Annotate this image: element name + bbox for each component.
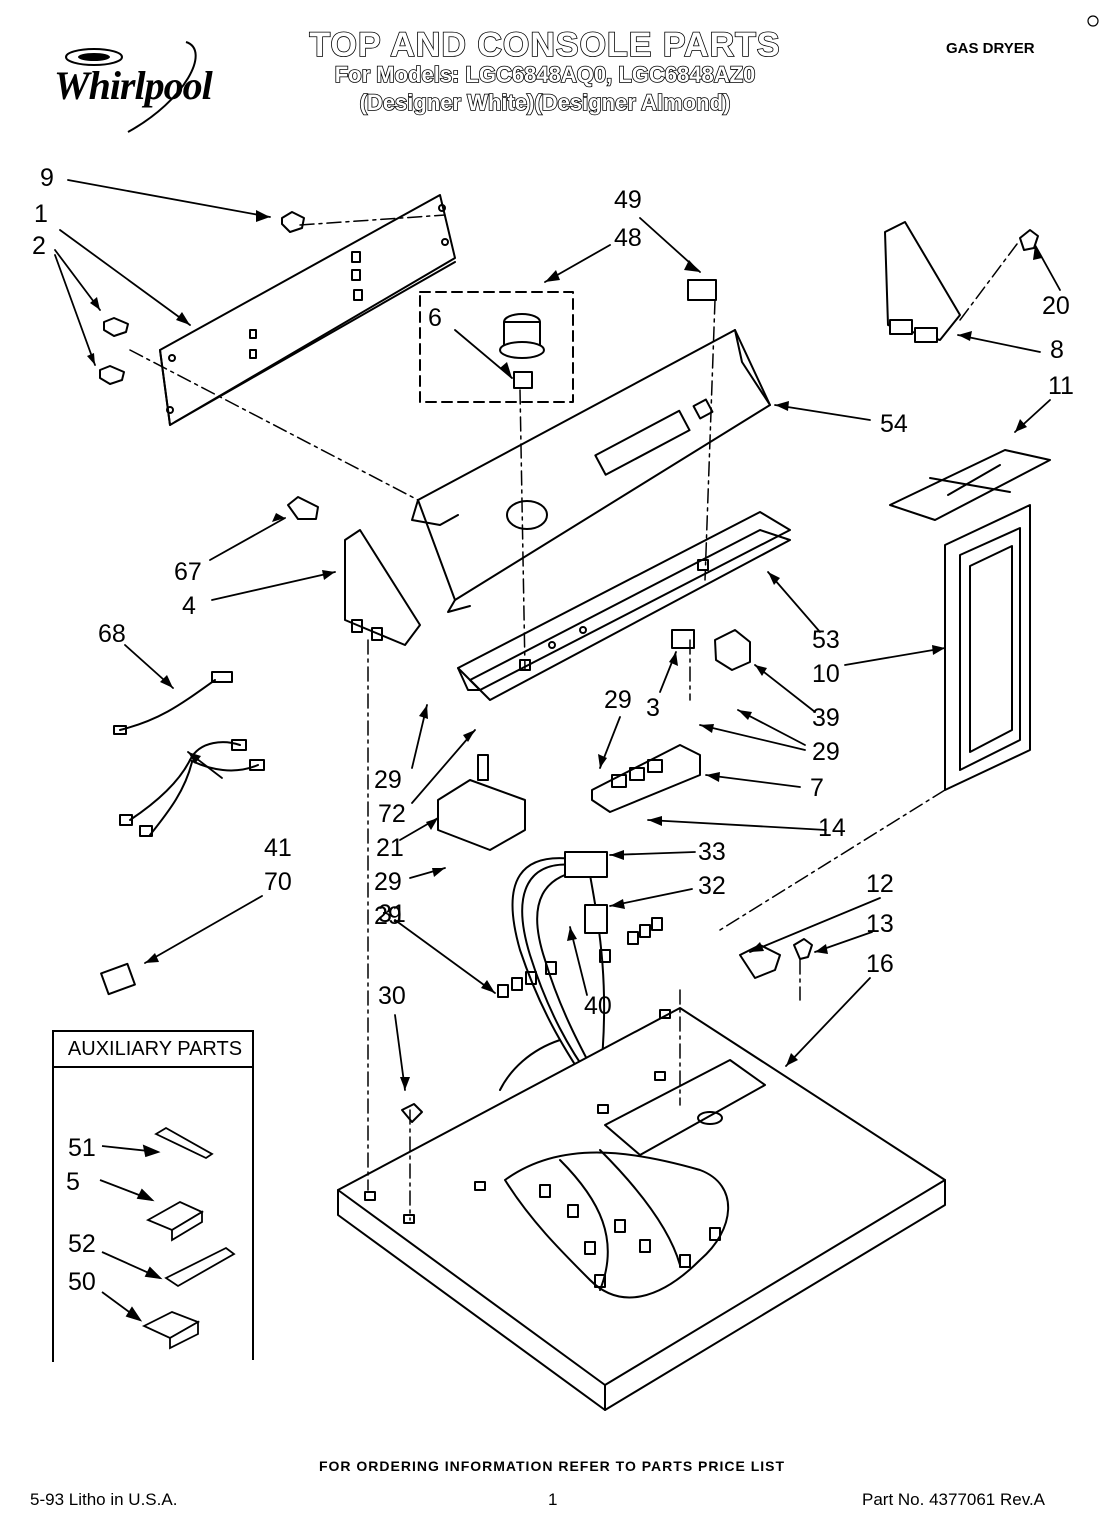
callout-50: 50	[68, 1268, 96, 1296]
ordering-info: FOR ORDERING INFORMATION REFER TO PARTS …	[318, 1458, 786, 1474]
callout-14: 14	[818, 814, 846, 842]
part-harness-connectors	[497, 917, 663, 998]
callout-29-c: 29	[374, 766, 402, 794]
part-switch-39	[714, 629, 751, 671]
brand-logo: Whirlpool	[36, 40, 236, 140]
part-timer	[437, 754, 526, 851]
callout-10: 10	[812, 660, 840, 688]
part-console-panel	[411, 329, 771, 613]
callout-68: 68	[98, 620, 126, 648]
callout-20: 20	[1042, 292, 1070, 320]
part-lint-screen	[944, 504, 1031, 791]
auxiliary-heading-rule	[54, 1066, 254, 1068]
part-end-cap-left	[344, 529, 421, 646]
litho-note: 5-93 Litho in U.S.A.	[30, 1490, 178, 1509]
callout-72: 72	[378, 800, 406, 828]
callout-8: 8	[1050, 336, 1064, 364]
callout-53: 53	[812, 626, 840, 654]
callout-67: 67	[174, 558, 202, 586]
callout-11: 11	[1048, 372, 1074, 400]
colors-line: (Designer White)(Designer Almond)	[359, 89, 731, 116]
callout-16: 16	[866, 950, 894, 978]
callout-41: 41	[264, 834, 292, 862]
callout-6: 6	[428, 304, 442, 332]
callout-21: 21	[376, 834, 404, 862]
callout-29-d: 29	[374, 868, 402, 896]
auxiliary-parts-heading: AUXILIARY PARTS	[67, 1038, 243, 1060]
part-screws-top-left	[99, 211, 305, 385]
part-switch-3	[671, 629, 695, 649]
corner-mark-icon	[1087, 15, 1099, 27]
callout-2: 2	[32, 232, 46, 260]
callout-40: 40	[584, 992, 612, 1020]
part-button	[687, 279, 717, 301]
callout-31: 31	[378, 900, 406, 928]
part-screw-13	[793, 938, 813, 960]
callout-3: 3	[646, 694, 660, 722]
part-connector-70	[100, 962, 136, 996]
callout-30: 30	[378, 982, 406, 1010]
brand-name: Whirlpool	[54, 63, 213, 108]
callout-48: 48	[614, 224, 642, 252]
callout-33: 33	[698, 838, 726, 866]
part-clip-30	[401, 1103, 423, 1123]
callout-29-a: 29	[604, 686, 632, 714]
logo-swirl-icon	[65, 41, 197, 133]
callout-13: 13	[866, 910, 894, 938]
callout-54: 54	[880, 410, 908, 438]
part-top-panel	[337, 1007, 946, 1411]
appliance-type: GAS DRYER	[946, 40, 1035, 57]
part-knob	[499, 313, 545, 389]
auxiliary-parts-box: AUXILIARY PARTS	[52, 1030, 254, 1362]
callout-70: 70	[264, 868, 292, 896]
callout-7: 7	[810, 774, 824, 802]
callout-51: 51	[68, 1134, 96, 1162]
callout-1: 1	[34, 200, 48, 228]
part-top-panel-harness	[504, 1149, 730, 1299]
callout-52: 52	[68, 1230, 96, 1258]
part-wire-68	[119, 679, 216, 731]
models-line: For Models: LGC6848AQ0, LGC6848AZ0	[334, 61, 756, 88]
part-rear-bracket	[159, 194, 456, 426]
page-title: TOP AND CONSOLE PARTS	[309, 25, 781, 65]
auxiliary-box-right-edge	[252, 1030, 254, 1360]
callout-49: 49	[614, 186, 642, 214]
callout-29-e: 29	[374, 902, 402, 930]
callout-32: 32	[698, 872, 726, 900]
callout-9: 9	[40, 164, 54, 192]
callout-4: 4	[182, 592, 196, 620]
callout-12: 12	[866, 870, 894, 898]
callout-39: 39	[812, 704, 840, 732]
callout-5: 5	[66, 1168, 80, 1196]
part-knob-group-box	[419, 291, 574, 403]
callout-29-b: 29	[812, 738, 840, 766]
part-number: Part No. 4377061 Rev.A	[862, 1490, 1046, 1509]
part-console-rear	[457, 511, 791, 701]
page-number: 1	[548, 1490, 558, 1509]
auxiliary-parts-drawings	[99, 1126, 236, 1350]
part-switch-block	[591, 744, 701, 813]
part-end-cap-right	[884, 221, 1039, 343]
part-clip	[287, 496, 319, 520]
